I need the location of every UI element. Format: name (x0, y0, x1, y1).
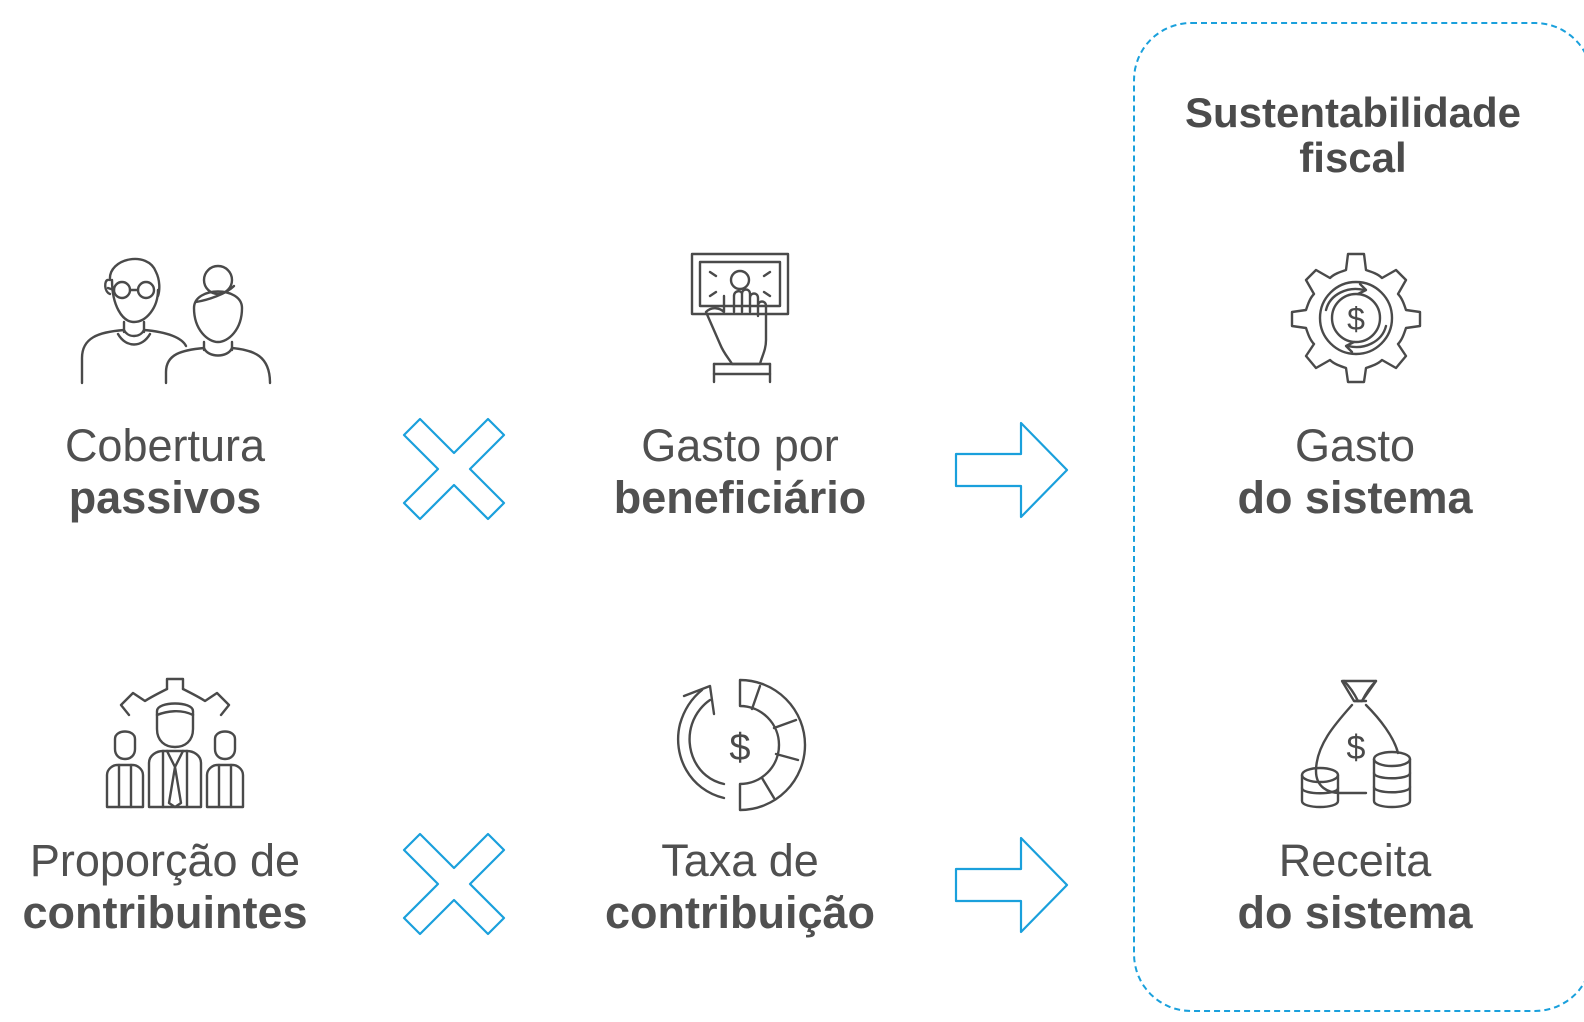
label-line2: contribuintes (22, 887, 308, 938)
elderly-couple-icon (78, 250, 273, 388)
label-proporcao-contribuintes: Proporção de contribuintes (5, 835, 325, 939)
label-line1: Gasto (1294, 420, 1416, 471)
label-line1: Taxa de (661, 835, 819, 886)
fiscal-sustainability-panel (1133, 22, 1584, 1012)
label-line2: do sistema (1237, 887, 1473, 938)
gear-dollar-icon: $ (1288, 250, 1424, 386)
label-receita-do-sistema: Receita do sistema (1205, 835, 1505, 939)
hand-banknote-icon (688, 250, 793, 385)
panel-title-line1: Sustentabilidade (1184, 89, 1522, 136)
label-line2: beneficiário (613, 472, 867, 523)
multiply-icon (402, 417, 506, 521)
label-line2: do sistema (1237, 472, 1473, 523)
label-line1: Proporção de (29, 835, 301, 886)
label-cobertura-passivos: Cobertura passivos (30, 420, 300, 524)
svg-text:$: $ (729, 727, 750, 769)
label-line1: Cobertura (64, 420, 266, 471)
label-line2: passivos (68, 472, 262, 523)
label-gasto-do-sistema: Gasto do sistema (1205, 420, 1505, 524)
svg-text:$: $ (1347, 301, 1365, 337)
multiply-icon (402, 832, 506, 936)
team-contributors-icon (105, 675, 245, 811)
svg-text:$: $ (1347, 729, 1366, 767)
dollar-cycle-icon: $ (670, 678, 810, 812)
right-arrow-icon (954, 421, 1069, 519)
money-bag-coins-icon: $ (1300, 675, 1414, 811)
panel-title-line2: fiscal (1299, 134, 1407, 181)
right-arrow-icon (954, 836, 1069, 934)
label-line1: Receita (1278, 835, 1432, 886)
label-line2: contribuição (604, 887, 876, 938)
label-line1: Gasto por (641, 420, 839, 471)
label-gasto-por-beneficiario: Gasto por beneficiário (580, 420, 900, 524)
panel-title: Sustentabilidade fiscal (1133, 90, 1573, 180)
label-taxa-contribuicao: Taxa de contribuição (580, 835, 900, 939)
